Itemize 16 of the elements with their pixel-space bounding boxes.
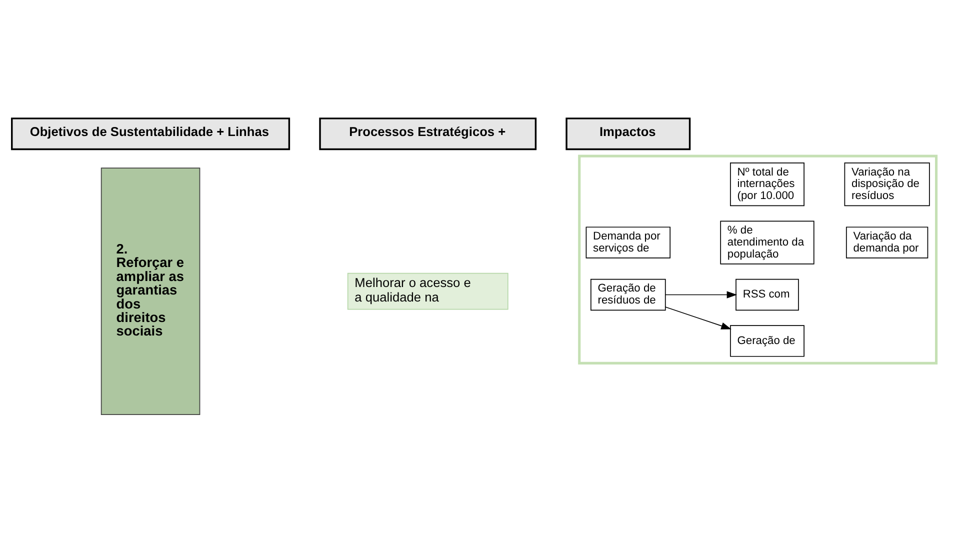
- arrow: [665, 291, 738, 298]
- node-box: Demanda por serviços de: [586, 226, 671, 258]
- node-box: Impactos: [566, 118, 691, 150]
- node-box: % de atendimento da população: [720, 220, 814, 264]
- node-box: 2. Reforçar e ampliar as garantias dos direitos sociais: [100, 168, 200, 415]
- node-box: Objetivos de Sustentabilidade + Linhas: [11, 118, 290, 150]
- node-box: Geração de resíduos de: [590, 278, 666, 311]
- node-box: Melhorar o acesso e a qualidade na: [347, 272, 508, 310]
- node-box: RSS com: [736, 278, 799, 311]
- node-box: Variação na disposição de resíduos: [844, 162, 930, 206]
- node-box: Processos Estratégicos +: [319, 118, 537, 150]
- cluster: [578, 154, 938, 364]
- node-box: Nº total de internações (por 10.000: [730, 162, 804, 206]
- arrow: [665, 306, 732, 330]
- node-box: Geração de: [730, 325, 804, 357]
- node-box: Variação da demanda por: [846, 226, 928, 258]
